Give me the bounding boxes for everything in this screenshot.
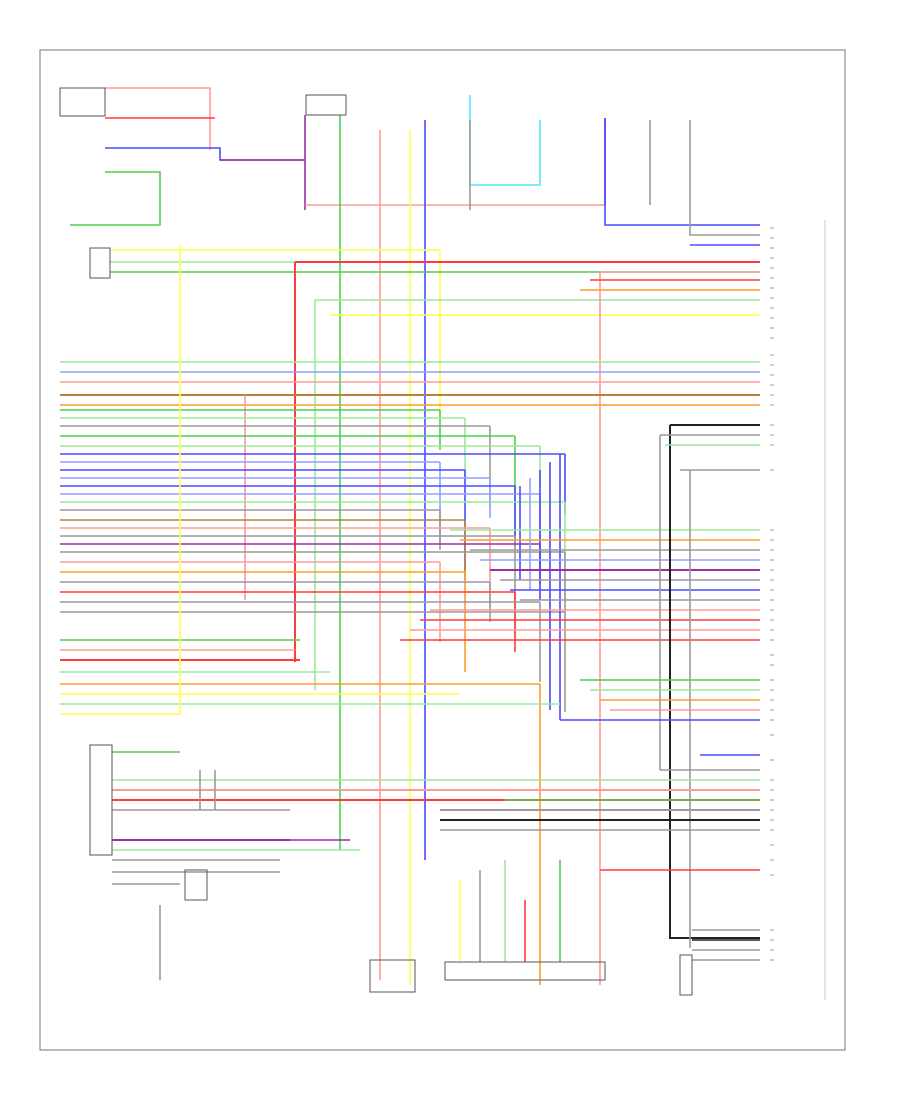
small-relay [184,869,208,901]
wire-3 [105,147,305,161]
lower-left-connector [89,744,113,856]
wire-15 [604,118,760,226]
wire-1 [105,87,211,150]
wire-5 [70,171,161,226]
wire-13 [469,95,541,186]
switch-assembly [59,87,106,117]
pin-group [770,227,774,961]
wire-104 [669,425,760,939]
bottom-right-connector [679,954,693,996]
wire-group [60,87,826,1000]
wire-17 [689,120,760,236]
diagram-frame [39,49,846,1051]
left-connector-a [89,247,111,279]
bottom-component-a [369,959,416,993]
top-relay [305,94,347,116]
component-group [59,87,693,996]
bottom-connector-b [444,961,606,981]
